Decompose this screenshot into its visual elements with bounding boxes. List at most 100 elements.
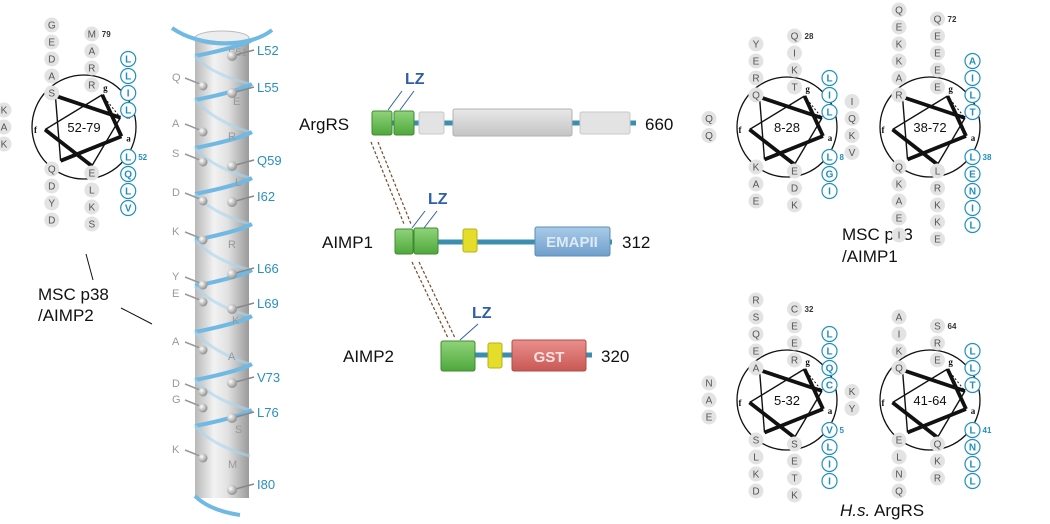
aimp2-lz-label: LZ xyxy=(472,305,492,322)
wheel-heptad-line xyxy=(891,401,939,439)
wheel-top-left-residue-letter: A xyxy=(753,364,760,375)
wheel-bottom-left-residue-letter: D xyxy=(48,182,55,193)
helix-left-ball xyxy=(198,235,208,245)
wheel-position-g: g xyxy=(948,357,953,367)
wheel-top-center-residue-bubble xyxy=(787,45,802,61)
wheel-hydrophobic-top-residue-letter: L xyxy=(826,74,832,85)
helix-residue-ball xyxy=(227,197,237,207)
wheel-bottom-left-residue-bubble xyxy=(891,466,907,482)
wheel-bottom-left-residue-bubble xyxy=(891,449,907,465)
wheel-top-center-residue-bubble xyxy=(930,45,945,61)
wheel-outer-left-residue-bubble xyxy=(701,392,717,408)
wheel-heptad-line xyxy=(763,134,824,162)
wheel-hydrophobic-top-residue-bubble xyxy=(821,359,838,377)
wheel-outer-left-residue-bubble xyxy=(701,111,717,126)
connector-argrs-aimp1-b xyxy=(377,141,412,225)
aimp1-lz-box-2 xyxy=(413,227,439,255)
wheel-bottom-left-residue-letter: N xyxy=(895,470,902,481)
wheel-position-f: f xyxy=(882,125,886,135)
wheel-hydrophobic-bottom-residue-bubble xyxy=(964,472,981,490)
wheel-bottom-center-residue-bubble xyxy=(787,436,802,452)
wheel-dashed-line xyxy=(804,368,823,392)
connector-aimp1-aimp2-a xyxy=(411,261,449,339)
ribbon-back-turn xyxy=(193,238,251,272)
wheel-hydrophobic-bottom-residue-letter: Q xyxy=(124,170,132,181)
wheel-hydrophobic-bottom-residue-bubble xyxy=(821,421,838,439)
wheel-top-left-residue-bubble xyxy=(891,19,907,35)
wheel-bottom-center-residue-bubble xyxy=(930,180,945,196)
wheel-hydrophobic-bottom-residue-bubble xyxy=(821,472,838,490)
wheel-top-center-residue-letter: C xyxy=(791,305,798,316)
aimp1-lz-label: LZ xyxy=(428,191,448,208)
wheel-hydrophobic-bottom-residue-letter: N xyxy=(969,443,976,454)
ribbon-back-turn xyxy=(193,54,251,86)
helix-residue-label: I62 xyxy=(257,189,275,204)
wheel-top-left-residue-bubble xyxy=(44,85,60,101)
wheel-bottom-left-residue-bubble xyxy=(891,432,907,448)
wheel-hydrophobic-top-residue-bubble xyxy=(821,86,838,104)
wheel-hydrophobic-top-residue-bubble xyxy=(964,342,981,360)
wheel-top-left-residue-letter: A xyxy=(896,313,903,324)
ribbon-front-turn xyxy=(194,314,253,334)
helix-residue-label: L52 xyxy=(257,43,279,58)
wheel-top-number: 79 xyxy=(102,30,111,39)
wheel-top-number: 64 xyxy=(948,322,957,331)
wheel-dashed-line xyxy=(101,94,121,118)
wheel-outer-left-residue-letter: I xyxy=(851,97,854,108)
wheel-top-left-residue-bubble xyxy=(748,309,764,325)
helix-left-ball xyxy=(198,453,208,463)
aimp1-length: 312 xyxy=(622,233,650,252)
wheel-hydrophobic-bottom-residue-bubble xyxy=(821,165,838,183)
wheel-top-center-residue-letter: A xyxy=(88,47,95,58)
wheel-hydrophobic-bottom-residue-letter: V xyxy=(125,204,132,215)
ribbon-back-turn xyxy=(193,284,251,318)
argrs-lz-label: LZ xyxy=(405,71,425,88)
wheel-outer-left-residue-letter: A xyxy=(706,396,713,407)
helix-residue-ball xyxy=(227,51,237,61)
wheel-top-center-residue-letter: Q xyxy=(934,15,942,26)
wheel-top-left-residue-letter: S xyxy=(48,89,55,100)
wheel-heptad-line xyxy=(906,407,967,435)
wheel-heptad-line xyxy=(892,368,948,404)
wheel-bottom-center-residue-letter: E xyxy=(791,457,798,468)
wheel-hydrophobic-bottom-residue-bubble xyxy=(120,165,137,183)
wheel-hydrophobic-bottom-residue-letter: N xyxy=(969,187,976,198)
wheel-range-label: 8-28 xyxy=(774,120,800,135)
helix-left-residue-label: S xyxy=(172,148,179,160)
wheel-bottom-left-residue-bubble xyxy=(748,176,764,192)
wheel-bottom-left-residue-bubble xyxy=(891,210,907,226)
wheel-hydrophobic-top-residue-letter: I xyxy=(828,91,831,102)
wheel-bottom-left-residue-bubble xyxy=(748,432,764,448)
wheel-position-g: g xyxy=(948,84,953,94)
wheel-outer-left-residue-bubble xyxy=(844,94,860,109)
helix-left-ball xyxy=(198,81,208,91)
wheel-hydrophobic-bottom-residue-bubble xyxy=(821,148,838,166)
wheel-hydrophobic-bottom-residue-letter: L xyxy=(969,221,975,232)
ribbon-front-turn xyxy=(194,176,253,196)
wheel-hydrophobic-bottom-residue-letter: L xyxy=(969,426,975,437)
wheel-top-left-residue-letter: Y xyxy=(753,40,760,51)
wheel-outer-left-residue-letter: K xyxy=(849,131,856,142)
wheel-side-number: 8 xyxy=(840,153,845,162)
wheel-hydrophobic-top-residue-letter: L xyxy=(969,91,975,102)
wheel-bottom-center-residue-letter: K xyxy=(934,201,941,212)
helix-left-residue-label: K xyxy=(172,226,180,238)
wheel-top-left-residue-letter: Q xyxy=(752,91,760,102)
helix-left-ball xyxy=(198,387,208,397)
wheel-hydrophobic-top-residue-letter: L xyxy=(969,347,975,358)
wheel-heptad-line xyxy=(59,134,123,163)
aimp2-slash-label: /AIMP2 xyxy=(38,306,94,325)
wheel-heptad-line xyxy=(945,368,968,410)
wheel-range-label: 52-79 xyxy=(67,120,100,135)
wheel-bottom-center-residue-bubble xyxy=(84,165,100,181)
wheel-top-left-residue-letter: Q xyxy=(752,330,760,341)
wheel-top-center-residue-letter: R xyxy=(791,356,798,367)
wheel-top-left-residue-bubble xyxy=(748,343,764,359)
wheel-top-center-residue-bubble xyxy=(787,28,802,44)
helix-left-residue-label: D xyxy=(172,378,180,390)
wheel-hydrophobic-top-residue-bubble xyxy=(120,84,137,102)
wheel-outer-left-residue-bubble xyxy=(0,136,12,152)
hs-protein-name: ArgRS xyxy=(870,501,924,520)
aimp2-yellow-motif xyxy=(487,342,503,369)
wheel-bottom-left-residue-bubble xyxy=(44,212,60,228)
